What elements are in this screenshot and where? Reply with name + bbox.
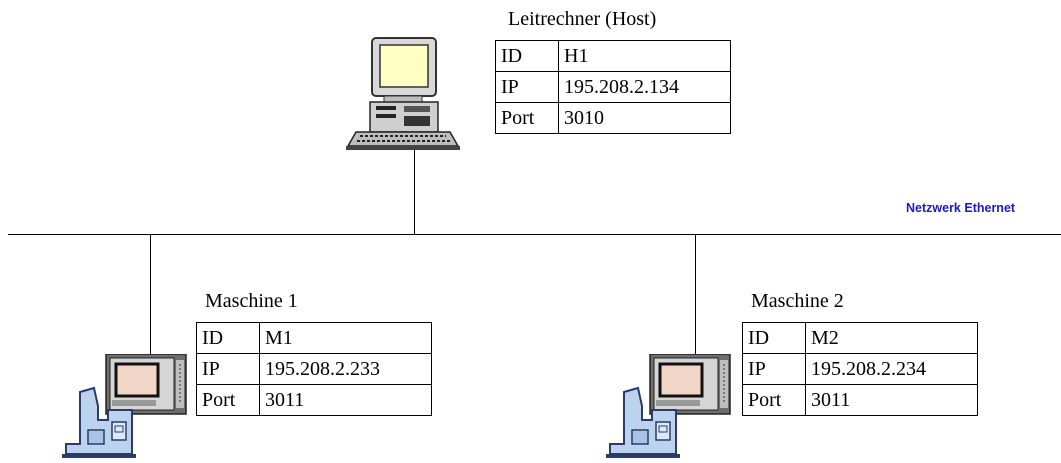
table-row: ID H1 — [495, 40, 731, 72]
machine-1-id-value: M1 — [259, 322, 432, 354]
machine-1-info-table: ID M1 IP 195.208.2.233 Port 3011 — [196, 322, 432, 416]
machine-1-ip-key: IP — [196, 353, 260, 385]
table-row: Port 3011 — [742, 384, 978, 416]
host-id-value: H1 — [558, 40, 731, 72]
cnc-machine-icon — [62, 354, 187, 458]
machine-1-connection-line — [150, 234, 151, 354]
machine-2-connection-line — [695, 234, 696, 354]
table-row: ID M1 — [196, 322, 432, 354]
machine-1-id-key: ID — [196, 322, 260, 354]
machine-2-ip-value: 195.208.2.234 — [805, 353, 978, 385]
machine-1-port-key: Port — [196, 384, 260, 416]
table-row: IP 195.208.2.234 — [742, 353, 978, 385]
machine-1-port-value: 3011 — [259, 384, 432, 416]
host-info-table: ID H1 IP 195.208.2.134 Port 3010 — [495, 40, 731, 134]
machine-2-info-table: ID M2 IP 195.208.2.234 Port 3011 — [742, 322, 978, 416]
cnc-machine-icon — [606, 354, 731, 458]
machine-2-title: Maschine 2 — [751, 290, 844, 312]
machine-2-id-value: M2 — [805, 322, 978, 354]
table-row: IP 195.208.2.134 — [495, 71, 731, 103]
table-row: Port 3010 — [495, 102, 731, 134]
machine-2-port-key: Port — [742, 384, 806, 416]
network-label: Netzwerk Ethernet — [906, 201, 1016, 215]
machine-2-port-value: 3011 — [805, 384, 978, 416]
host-connection-line — [414, 150, 415, 234]
host-port-value: 3010 — [558, 102, 731, 134]
host-ip-value: 195.208.2.134 — [558, 71, 731, 103]
host-ip-key: IP — [495, 71, 559, 103]
desktop-computer-icon — [346, 37, 460, 150]
table-row: Port 3011 — [196, 384, 432, 416]
machine-2-ip-key: IP — [742, 353, 806, 385]
host-id-key: ID — [495, 40, 559, 72]
machine-2-id-key: ID — [742, 322, 806, 354]
table-row: ID M2 — [742, 322, 978, 354]
ethernet-bus-line — [8, 234, 1061, 235]
host-port-key: Port — [495, 102, 559, 134]
machine-1-title: Maschine 1 — [205, 290, 298, 312]
machine-1-ip-value: 195.208.2.233 — [259, 353, 432, 385]
host-title: Leitrechner (Host) — [508, 8, 657, 30]
table-row: IP 195.208.2.233 — [196, 353, 432, 385]
